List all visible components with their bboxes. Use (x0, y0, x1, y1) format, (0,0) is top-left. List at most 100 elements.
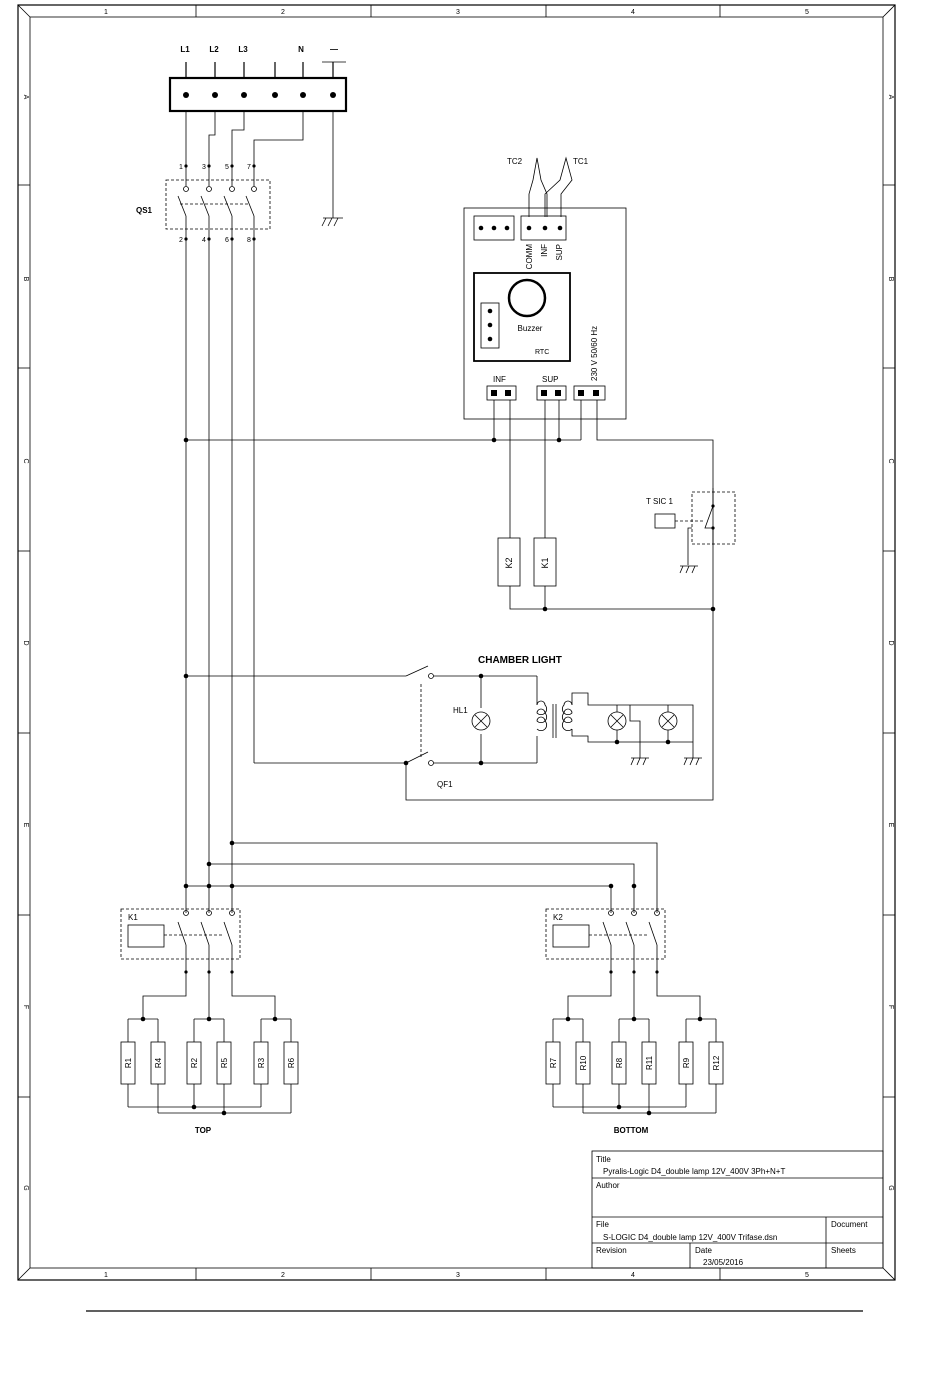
frame-row-d: D (22, 640, 29, 645)
resistor-r2-label: R2 (190, 1057, 199, 1068)
contactor-k2-coil (552, 924, 590, 948)
qs1-isolator: QS1 1 3 5 7 2 4 6 8 (136, 164, 271, 244)
date-label: Date (695, 1246, 712, 1255)
author-label: Author (596, 1181, 620, 1190)
controller-wiring (183, 400, 714, 801)
resistor-r5-label: R5 (220, 1057, 229, 1068)
buzzer-icon (507, 278, 547, 318)
drawing-frame: 1 2 3 4 5 1 2 3 4 5 A B C D E F G A B C … (17, 4, 896, 1281)
resistor-r6-label: R6 (287, 1057, 296, 1068)
qs1-pin-2: 2 (179, 237, 183, 244)
resistor-r11-label: R11 (645, 1055, 654, 1070)
frame-col-3-bottom: 3 (456, 1272, 460, 1279)
safety-thermostat: T SIC 1 (646, 488, 736, 574)
rtc-label: RTC (535, 349, 549, 356)
qs1-pin-6: 6 (225, 237, 229, 244)
bus-lines (185, 240, 255, 913)
frame-col-5: 5 (805, 9, 809, 16)
frame-row-a-right: A (887, 95, 894, 100)
out-sup-label: SUP (542, 375, 558, 384)
frame-col-1-bottom: 1 (104, 1272, 108, 1279)
title-block: Title Pyralis-Logic D4_double lamp 12V_4… (591, 1150, 884, 1269)
frame-row-d-right: D (887, 640, 894, 645)
buzzer-label: Buzzer (518, 324, 543, 333)
terminal-label-n: N (298, 45, 304, 54)
qs1-pin-8: 8 (247, 237, 251, 244)
out-inf-label: INF (493, 375, 506, 384)
contactor-k2: K2 (545, 908, 666, 975)
frame-row-f: F (22, 1005, 29, 1009)
earth-icon (630, 757, 649, 766)
terminal-strip (168, 76, 348, 113)
terminal-label-l1: L1 (180, 45, 190, 54)
bus-crossover (183, 840, 658, 913)
frame-row-f-right: F (887, 1005, 894, 1009)
earth-icon (321, 217, 343, 227)
lamp-hl1-label: HL1 (453, 706, 468, 715)
group-top-label: TOP (195, 1126, 212, 1135)
transformer-icon (536, 676, 573, 763)
resistor-r12-label: R12 (712, 1055, 721, 1070)
chamber-light-circuit: CHAMBER LIGHT QF1 HL1 (183, 655, 702, 789)
file-value: S-LOGIC D4_double lamp 12V_400V Trifase.… (603, 1233, 777, 1242)
file-label: File (596, 1220, 609, 1229)
date-value: 23/05/2016 (703, 1258, 744, 1267)
relay-k1-label: K1 (540, 557, 550, 568)
document-label: Document (831, 1220, 868, 1229)
relay-coils: K2 K1 (497, 537, 716, 612)
resistor-r8-label: R8 (615, 1057, 624, 1068)
qs1-pin-4: 4 (202, 237, 206, 244)
frame-row-c: C (22, 458, 29, 463)
lamp-12v-right-icon (658, 711, 678, 731)
qs1-pin-5: 5 (225, 164, 229, 171)
earth-icon (679, 565, 698, 574)
contactor-k1-label: K1 (128, 913, 138, 922)
resistor-r10-label: R10 (579, 1055, 588, 1070)
frame-row-b: B (22, 277, 29, 282)
tsic-label: T SIC 1 (646, 497, 674, 506)
tc1-label: TC1 (573, 157, 589, 166)
resistor-r1-label: R1 (124, 1057, 133, 1068)
frame-col-5-bottom: 5 (805, 1272, 809, 1279)
pin-inf: INF (540, 244, 549, 257)
frame-row-e: E (22, 823, 29, 828)
frame-row-c-right: C (887, 458, 894, 463)
title-value: Pyralis-Logic D4_double lamp 12V_400V 3P… (603, 1167, 785, 1176)
resistor-r4-label: R4 (154, 1057, 163, 1068)
group-bottom-label: BOTTOM (614, 1126, 649, 1135)
resistor-bank-top: R1 R4 R2 R5 R3 R6 TOP (120, 975, 299, 1135)
relay-k2-coil (497, 537, 521, 587)
frame-col-2: 2 (281, 9, 285, 16)
breaker-qf1-label: QF1 (437, 780, 453, 789)
frame-row-g: G (22, 1185, 29, 1190)
terminal-label-l3: L3 (238, 45, 248, 54)
thermocouple-tc2-icon (528, 157, 548, 217)
power-label: 230 V 50/60 Hz (590, 326, 599, 381)
chamber-light-title: CHAMBER LIGHT (478, 655, 562, 666)
thermocouple-tc1-icon (544, 156, 573, 217)
title-label: Title (596, 1155, 611, 1164)
relay-k2-label: K2 (504, 557, 514, 568)
frame-row-a: A (22, 95, 29, 100)
frame-col-4-bottom: 4 (631, 1272, 635, 1279)
pin-sup: SUP (555, 244, 564, 260)
lamp-12v-left-icon (607, 711, 627, 731)
tc2-label: TC2 (507, 157, 523, 166)
qs1-pin-1: 1 (179, 164, 183, 171)
contactor-k1: K1 (120, 908, 241, 975)
terminal-label-earth: — (330, 45, 338, 54)
frame-row-g-right: G (887, 1185, 894, 1190)
contactor-k2-label: K2 (553, 913, 563, 922)
terminal-label-l2: L2 (209, 45, 219, 54)
sheets-label: Sheets (831, 1246, 856, 1255)
frame-row-e-right: E (887, 823, 894, 828)
supply-terminal-block: L1 L2 L3 N — (168, 45, 348, 227)
pin-comm: COMM (525, 244, 534, 270)
revision-label: Revision (596, 1246, 627, 1255)
controller-board: TC2 TC1 COMM INF SUP Buzzer RTC 230 V 50… (463, 156, 627, 420)
qs1-pin-3: 3 (202, 164, 206, 171)
frame-col-1: 1 (104, 9, 108, 16)
frame-row-b-right: B (887, 277, 894, 282)
resistor-r9-label: R9 (682, 1057, 691, 1068)
